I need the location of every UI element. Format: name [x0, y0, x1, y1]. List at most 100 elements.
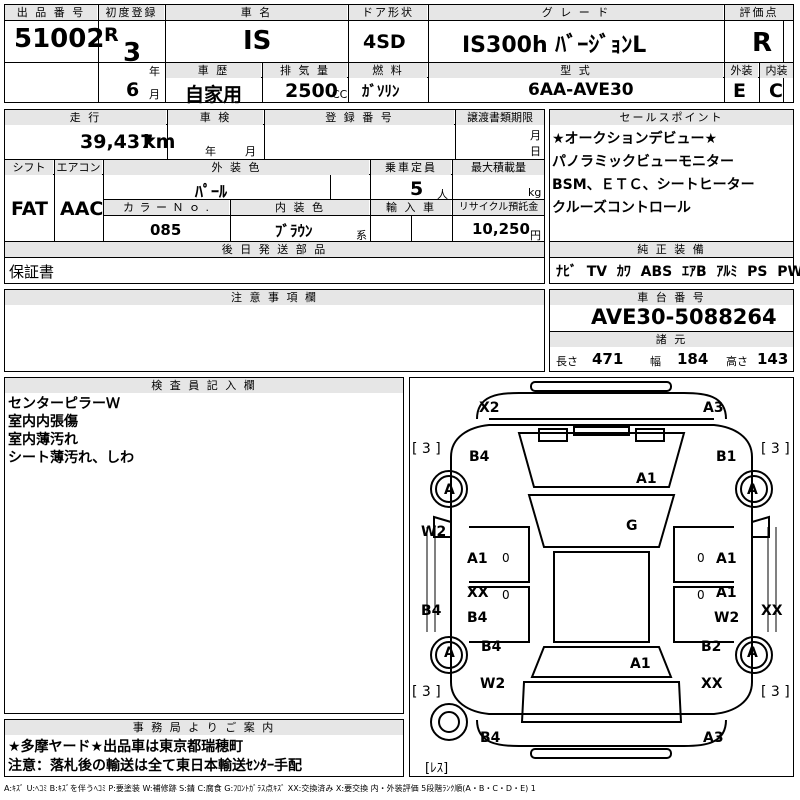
exterior-grade: E	[733, 80, 746, 102]
damage-code: XX	[701, 676, 723, 692]
exterior-color-label: 外 装 色	[104, 160, 369, 175]
damage-code: B4	[481, 639, 502, 655]
damage-code: A	[747, 645, 758, 661]
damage-code: X2	[479, 400, 500, 416]
height-label: 高さ	[726, 355, 748, 368]
inspector-note: センターピラーＷ	[8, 396, 120, 412]
selling-points-panel	[549, 109, 794, 284]
max-load-unit: kg	[528, 186, 542, 199]
damage-code: B2	[701, 639, 722, 655]
damage-code: A1	[716, 585, 737, 601]
displacement: 2500	[285, 80, 338, 102]
damage-code: XX	[467, 585, 489, 601]
inspector-panel	[4, 377, 404, 714]
car-name-label: 車 名	[166, 5, 347, 20]
import-label: 輸 入 車	[371, 200, 451, 215]
office-note: ★多摩ヤード★出品車は東京都瑞穂町	[8, 739, 244, 755]
color-number-label: カ ラ ー Ｎ ｏ .	[104, 200, 229, 215]
inspector-label: 検 査 員 記 入 欄	[5, 378, 403, 393]
damage-code: 0	[697, 588, 705, 602]
lot-label: 出 品 番 号	[5, 5, 97, 20]
damage-code: B1	[716, 449, 737, 465]
lot-number: 51002	[14, 24, 105, 54]
interior-color-label: 内 装 色	[231, 200, 369, 215]
history-label: 車 歴	[166, 63, 261, 78]
damage-code: A1	[467, 551, 488, 567]
office-note: 注意：落札後の輸送は全て東日本輸送ｾﾝﾀｰ手配	[8, 758, 302, 774]
damage-code: W2	[714, 610, 740, 626]
damage-code: A1	[716, 551, 737, 567]
displacement-unit: CC	[332, 88, 348, 101]
damage-code: B4	[421, 603, 442, 619]
inspector-note: 室内内張傷	[8, 414, 78, 430]
damage-code: B4	[480, 730, 501, 746]
length: 471	[592, 350, 624, 368]
shift: FAT	[11, 198, 48, 220]
vehicle-details-panel	[4, 109, 545, 284]
damage-code: XX	[761, 603, 783, 619]
interior-label: 内装	[760, 63, 793, 78]
selling-point: BSM、ＥＴＣ、シートヒーター	[552, 177, 755, 193]
damage-code: A3	[703, 400, 724, 416]
damage-diagram-panel	[409, 377, 794, 777]
seats: 5	[410, 178, 424, 200]
recycle-fee: 10,250	[472, 220, 530, 238]
aircon: AAC	[60, 198, 104, 220]
selling-points-label: セールスポイント	[550, 110, 793, 125]
exterior-color: ﾊﾟｰﾙ	[195, 182, 228, 201]
tire-depth-rear-right: [ 3 ]	[761, 684, 790, 700]
tire-depth-front-left: [ 3 ]	[412, 441, 441, 457]
inspection-year-unit: 年	[205, 145, 216, 158]
reg-year: 3	[123, 38, 142, 68]
later-parts: 保証書	[9, 263, 55, 281]
caution-panel	[4, 289, 545, 372]
damage-code: A3	[703, 730, 724, 746]
length-label: 長さ	[556, 355, 578, 368]
equipment-label: 純 正 装 備	[550, 242, 793, 257]
fuel: ｶﾞｿﾘﾝ	[362, 82, 400, 100]
car-body-diagram	[426, 381, 777, 759]
office-panel	[4, 719, 404, 777]
inspector-note: シート薄汚れ、しわ	[8, 450, 135, 466]
transfer-day-unit: 日	[530, 145, 541, 158]
displacement-label: 排 気 量	[263, 63, 347, 78]
registration-label: 登 録 番 号	[265, 110, 454, 125]
fuel-label: 燃 料	[349, 63, 427, 78]
office-label: 事 務 局 よ り ご 案 内	[5, 720, 403, 735]
damage-code: A1	[630, 656, 651, 672]
history: 自家用	[185, 84, 243, 106]
month-unit: 月	[149, 88, 160, 101]
score-label: 評価点	[725, 5, 793, 20]
damage-code: W2	[421, 524, 447, 540]
model-label: 型 式	[429, 63, 723, 78]
tire-depth-rear-left: [ 3 ]	[412, 684, 441, 700]
damage-code: A1	[636, 471, 657, 487]
legend: A:ｷｽﾞ U:ﾍｺﾐ B:ｷｽﾞを伴うﾍｺﾐ P:要塗装 W:補修跡 S:錆 …	[4, 784, 536, 793]
reg-month: 6	[126, 79, 140, 101]
interior-color-unit: 系	[356, 229, 367, 242]
recycle-label: リサイクル預託金	[453, 200, 544, 215]
model-code: 6AA-AVE30	[528, 80, 634, 100]
later-parts-label: 後 日 発 送 部 品	[5, 242, 544, 257]
seats-unit: 人	[437, 188, 448, 201]
height: 143	[757, 350, 789, 368]
door-type: 4SD	[363, 31, 406, 53]
damage-code: 0	[502, 588, 510, 602]
damage-code: A	[747, 482, 758, 498]
mileage-unit: km	[143, 131, 176, 153]
color-number: 085	[150, 221, 182, 239]
damage-code: 0	[502, 551, 510, 565]
caution-label: 注 意 事 項 欄	[5, 290, 544, 305]
interior-grade: C	[769, 80, 783, 102]
damage-code: B4	[467, 610, 488, 626]
mileage-label: 走 行	[5, 110, 166, 125]
era: R	[104, 24, 119, 46]
selling-point: ★オークションデビュー★	[552, 131, 718, 147]
chassis-panel	[549, 289, 794, 372]
dimensions-label: 諸 元	[550, 332, 793, 347]
transfer-month-unit: 月	[530, 129, 541, 142]
seats-label: 乗車定員	[371, 160, 451, 175]
score: R	[752, 28, 773, 58]
door-label: ドア形状	[349, 5, 427, 20]
interior-color: ﾌﾞﾗｳﾝ	[275, 222, 313, 240]
